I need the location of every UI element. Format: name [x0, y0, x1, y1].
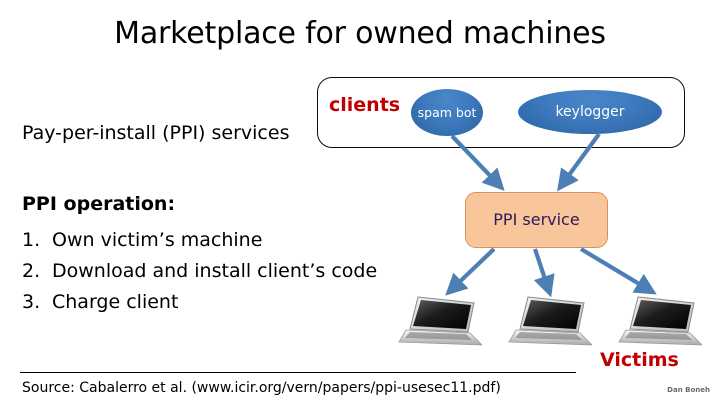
list-item-label: Charge client	[52, 291, 179, 313]
list-item-label: Download and install client’s code	[52, 260, 378, 282]
author-credit: Dan Boneh	[667, 386, 710, 394]
footer-divider	[20, 372, 576, 373]
list-item-number: 1.	[22, 229, 41, 251]
list-item-label: Own victim’s machine	[52, 229, 263, 251]
list-item: 1. Own victim’s machine	[22, 225, 422, 256]
arrow-ppi-to-victim-2	[533, 248, 555, 298]
laptop-icon	[508, 296, 592, 346]
laptop-icon	[618, 296, 702, 346]
source-citation: Source: Cabalerro et al. (www.icir.org/v…	[22, 380, 501, 396]
victims-label: Victims	[600, 349, 679, 371]
ppi-operation-heading: PPI operation:	[22, 193, 176, 215]
list-item-number: 2.	[22, 260, 41, 282]
node-keylogger: keylogger	[518, 90, 662, 134]
ppi-operation-list: 1. Own victim’s machine 2. Download and …	[22, 225, 422, 318]
arrow-ppi-to-victim-3	[579, 247, 657, 295]
arrow-ppi-to-victim-1	[445, 247, 496, 296]
list-item: 2. Download and install client’s code	[22, 256, 422, 287]
clients-group-label: clients	[329, 94, 401, 116]
list-item: 3. Charge client	[22, 287, 422, 318]
ppi-services-label: Pay-per-install (PPI) services	[22, 122, 290, 144]
node-ppi-service: PPI service	[465, 192, 608, 248]
page-title: Marketplace for owned machines	[114, 16, 606, 51]
list-item-number: 3.	[22, 291, 41, 313]
node-spam-bot: spam bot	[411, 89, 483, 136]
node-ppi-service-label: PPI service	[493, 210, 580, 229]
laptop-icon	[398, 296, 482, 346]
